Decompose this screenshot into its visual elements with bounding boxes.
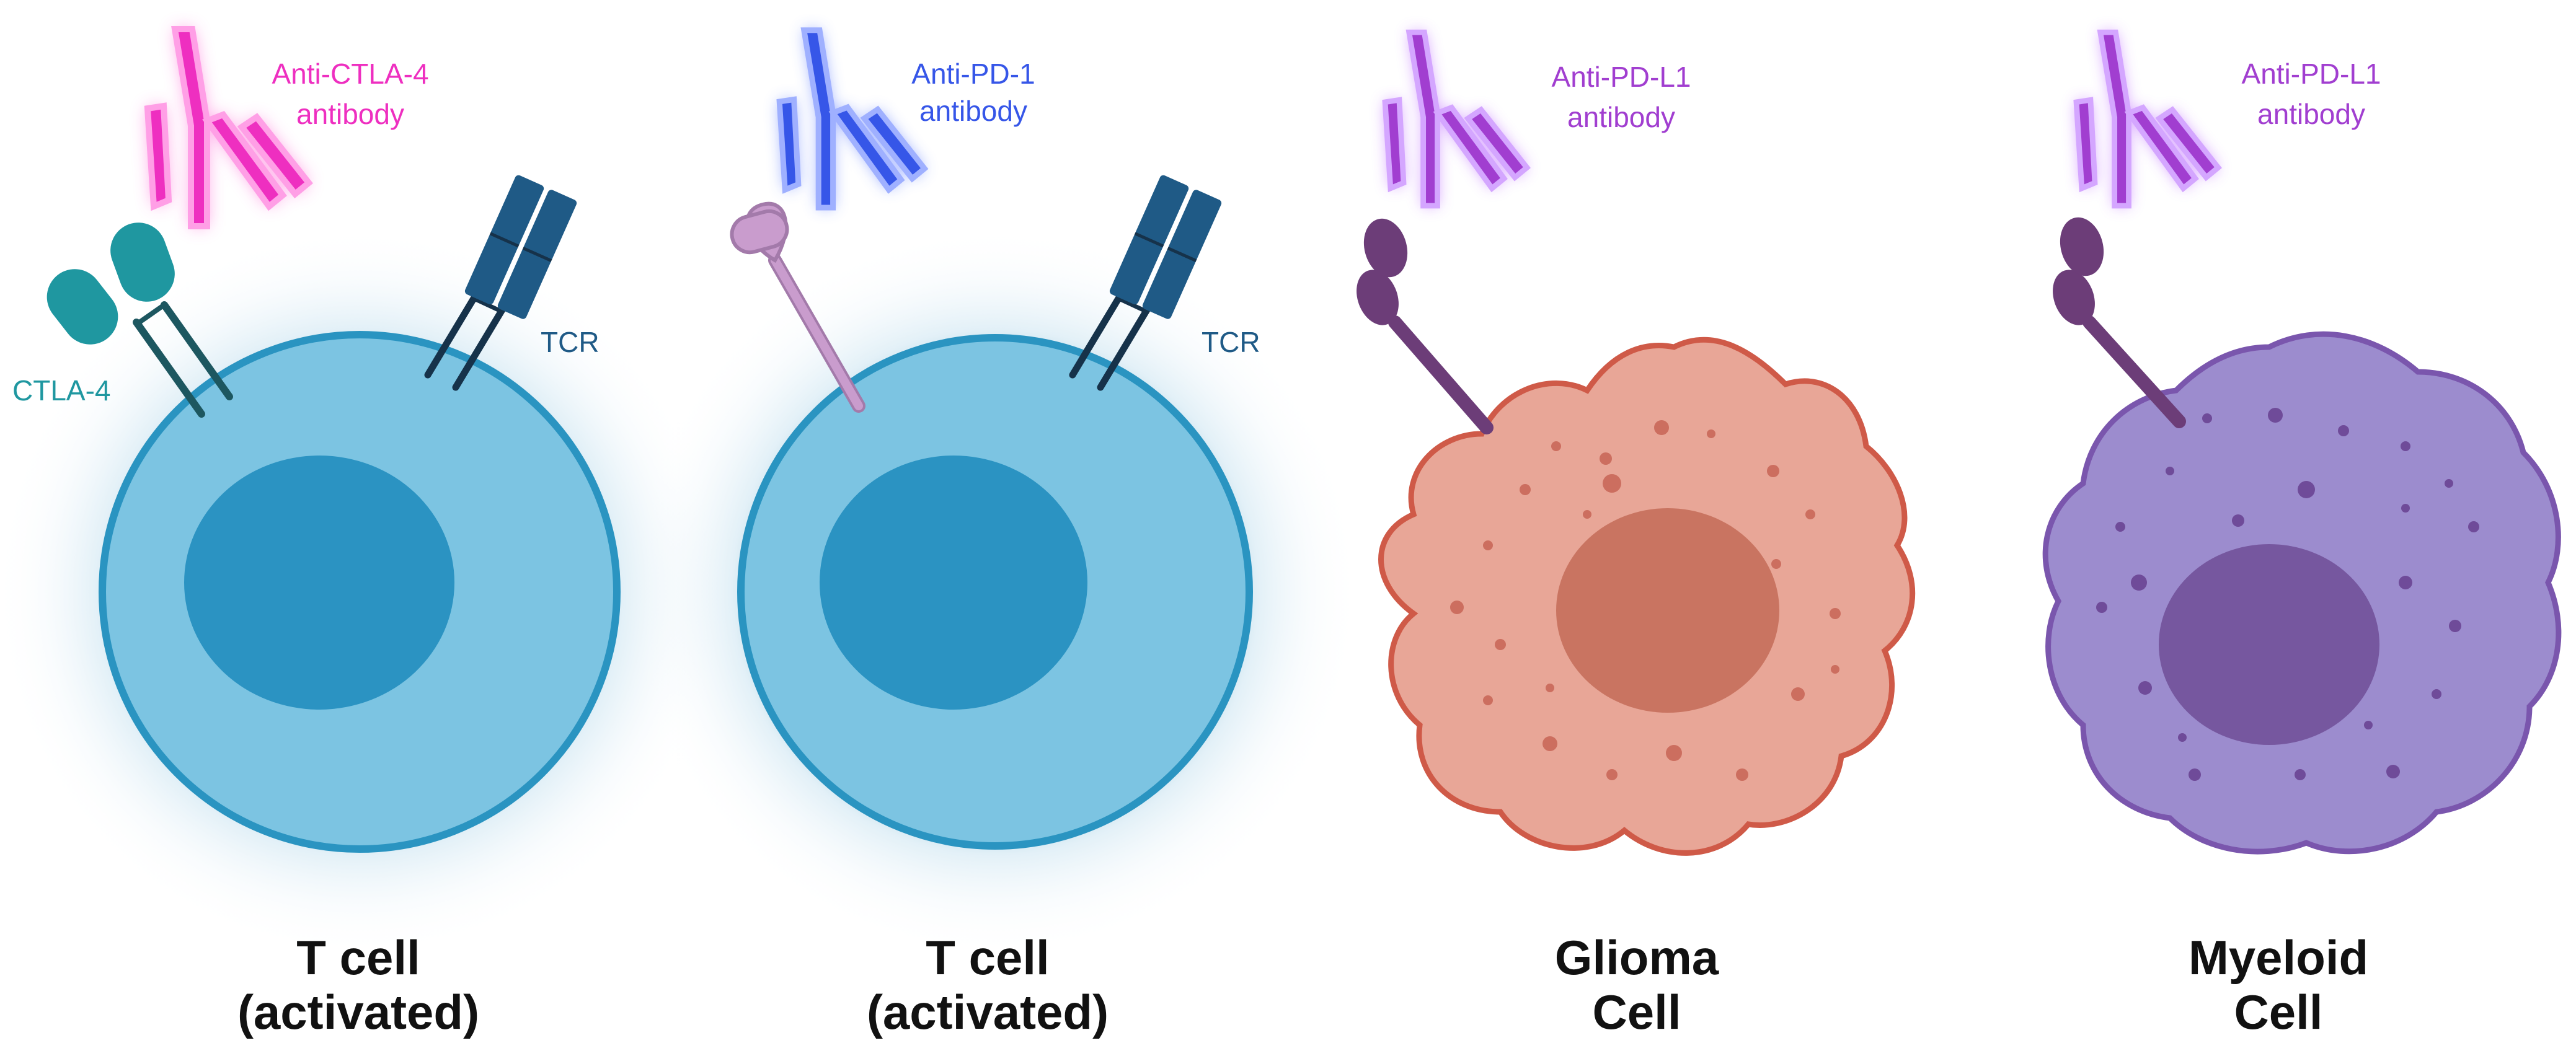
cell-title-line1: T cell [296, 930, 420, 985]
antibody-label-line1: Anti-PD-L1 [1552, 61, 1691, 93]
panel-t-cell-ctla4: Anti-CTLA-4 antibody CTLA-4 TCR T cell (… [0, 29, 725, 1039]
cell-title-line2: Cell [1592, 985, 1681, 1039]
cell-title-line2: Cell [2234, 985, 2322, 1039]
tcr-label: TCR [541, 326, 600, 358]
antibody-icon [1385, 32, 1527, 206]
pd1-receptor-icon [730, 201, 865, 413]
antibody-label-line1: Anti-PD-1 [911, 58, 1035, 90]
antibody-label-line1: Anti-PD-L1 [2242, 58, 2381, 90]
antibody-label-line2: antibody [919, 95, 1027, 127]
myeloid-granules [2096, 408, 2479, 781]
antibody-label-line2: antibody [1567, 101, 1675, 133]
panel-myeloid-cell: Anti-PD-L1 antibody Myeloid Cell [2042, 32, 2562, 1039]
glioma-granules [1450, 420, 1841, 781]
panel-glioma-cell: Anti-PD-L1 antibody Glioma Cell [1357, 32, 1916, 1039]
myeloid-cell-nucleus [2159, 544, 2379, 745]
tcr-receptor-icon [1069, 175, 1222, 391]
t-cell-nucleus [820, 456, 1087, 710]
ctla4-receptor-icon [46, 222, 233, 418]
panel-t-cell-pd1: Anti-PD-1 antibody TCR T cell (activated… [629, 30, 1361, 1039]
pdl1-ligand-icon [1357, 218, 1494, 434]
glioma-cell-nucleus [1556, 508, 1779, 713]
antibody-icon [779, 30, 924, 208]
antibody-label-line1: Anti-CTLA-4 [272, 58, 428, 90]
cell-title-line1: Myeloid [2189, 930, 2368, 985]
tcr-label: TCR [1202, 326, 1260, 358]
cell-title-line2: (activated) [237, 985, 479, 1039]
cell-title-line1: T cell [926, 930, 1049, 985]
tcr-receptor-icon [424, 175, 577, 391]
antibody-label-line2: antibody [2257, 98, 2365, 130]
antibody-icon [2076, 32, 2218, 206]
pdl1-ligand-icon [2053, 217, 2186, 428]
antibody-label-line2: antibody [296, 98, 404, 130]
cell-title-line1: Glioma [1555, 930, 1719, 985]
ctla4-label: CTLA-4 [12, 374, 110, 407]
t-cell-nucleus [184, 456, 454, 710]
cell-title-line2: (activated) [867, 985, 1109, 1039]
